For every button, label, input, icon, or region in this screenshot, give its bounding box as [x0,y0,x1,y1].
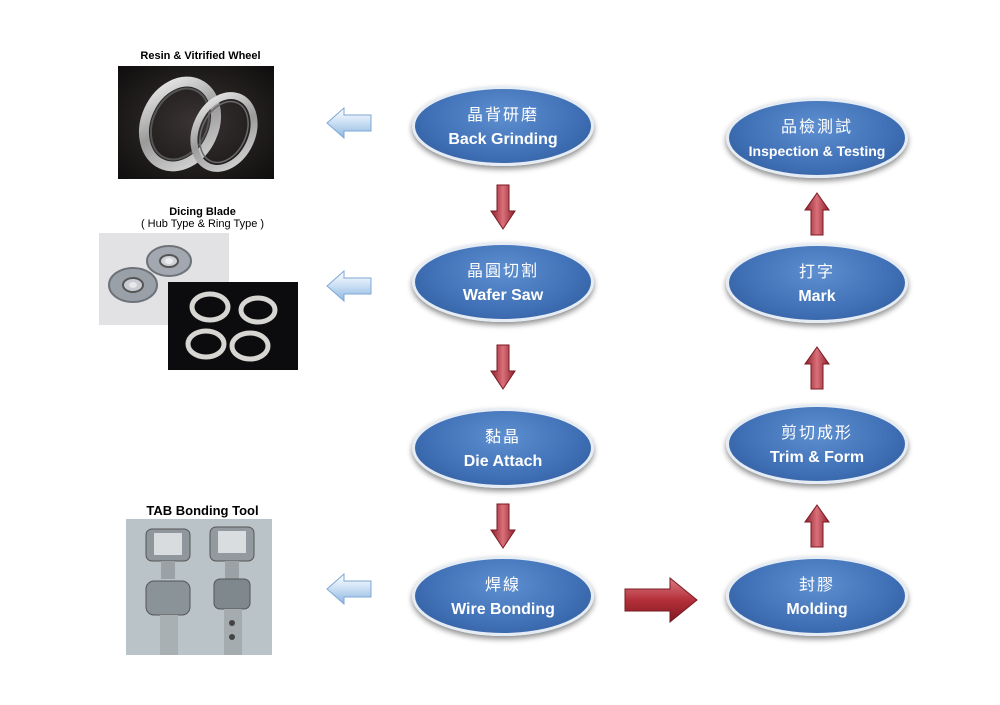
node-wafer-saw: 晶圓切割 Wafer Saw [412,242,594,322]
die-attach-zh: 黏晶 [484,427,521,446]
flow-arrow-down-1 [490,184,516,230]
back-grinding-zh: 晶背研磨 [466,105,539,124]
tab-tool-caption: TAB Bonding Tool [146,503,259,518]
tool-arrow-wire-bonding [326,573,372,605]
flow-arrow-up-2 [804,346,830,390]
node-trim-form: 剪切成形 Trim & Form [726,404,908,484]
inspection-en: Inspection & Testing [748,143,886,159]
trim-form-zh: 剪切成形 [780,423,853,442]
resin-wheel-photo [118,66,274,179]
wafer-saw-zh: 晶圓切割 [466,261,539,280]
dicing-blade-caption: Dicing Blade ( Hub Type & Ring Type ) [120,206,285,230]
tab-tool-photo [126,519,272,655]
wire-bonding-zh: 焊線 [484,575,521,594]
molding-en: Molding [786,601,848,618]
node-molding: 封膠 Molding [726,556,908,636]
inspection-zh: 品檢測試 [780,117,853,136]
flow-arrow-up-1 [804,504,830,548]
resin-wheel-caption: Resin & Vitrified Wheel [140,50,261,62]
dicing-blade-subtitle: ( Hub Type & Ring Type ) [140,218,265,230]
flow-arrow-down-3 [490,503,516,549]
node-back-grinding: 晶背研磨 Back Grinding [412,86,594,166]
molding-zh: 封膠 [798,575,835,594]
mark-en: Mark [798,288,836,305]
flow-arrow-down-2 [490,344,516,390]
wire-bonding-en: Wire Bonding [451,601,555,618]
node-wire-bonding: 焊線 Wire Bonding [412,556,594,636]
tool-arrow-back-grinding [326,107,372,139]
trim-form-en: Trim & Form [769,449,865,466]
mark-zh: 打字 [798,262,835,281]
flow-arrow-right [624,577,698,623]
node-die-attach: 黏晶 Die Attach [412,408,594,488]
node-inspection: 品檢測試 Inspection & Testing [726,98,908,178]
ring-blade-photo [168,282,298,370]
back-grinding-en: Back Grinding [448,131,558,148]
wafer-saw-en: Wafer Saw [462,287,544,304]
flow-arrow-up-3 [804,192,830,236]
node-mark: 打字 Mark [726,243,908,323]
die-attach-en: Die Attach [463,453,543,470]
tool-arrow-wafer-saw [326,270,372,302]
